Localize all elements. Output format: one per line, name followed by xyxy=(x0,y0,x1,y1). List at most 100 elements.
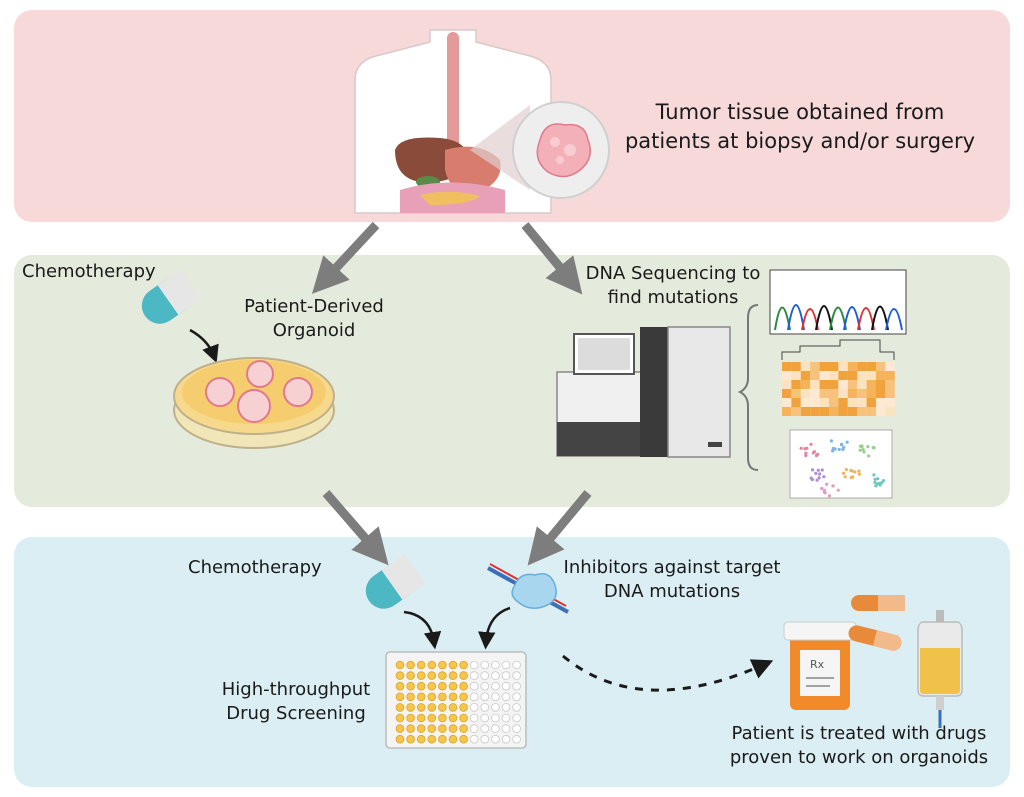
plate-well xyxy=(448,703,458,712)
plate-well xyxy=(395,671,405,680)
chemotherapy-label: Chemotherapy xyxy=(188,557,322,578)
plate-well xyxy=(501,713,511,723)
heatmap-cell xyxy=(885,362,895,371)
plate-well xyxy=(512,671,521,680)
plate-well xyxy=(395,660,405,670)
scatter-dot xyxy=(837,447,841,452)
pill-icon xyxy=(851,595,905,611)
scatter-dot xyxy=(850,469,855,473)
caption-line: proven to work on organoids xyxy=(729,747,989,768)
plate-well xyxy=(406,671,415,680)
heatmap-cell xyxy=(876,407,886,416)
scatter-dot xyxy=(803,447,807,451)
plate-well xyxy=(501,724,511,733)
heatmap-cell xyxy=(810,398,820,407)
plate-well xyxy=(427,724,437,733)
scatter-dot xyxy=(858,448,862,452)
chemotherapy-label: Chemotherapy xyxy=(22,261,156,282)
plate-well xyxy=(395,734,405,744)
plate-well xyxy=(427,734,437,744)
plate-well xyxy=(512,713,521,723)
plate-well xyxy=(406,703,415,712)
scatter-dot xyxy=(876,477,880,481)
scatter-dot xyxy=(872,473,876,477)
plate-well xyxy=(427,660,437,670)
organoid-caption: Patient-Derived Organoid xyxy=(240,295,388,343)
heatmap-cell xyxy=(885,407,895,416)
heatmap-cell xyxy=(857,371,867,380)
heatmap-cell xyxy=(847,362,858,371)
heatmap-cell xyxy=(866,380,876,389)
plate-well xyxy=(416,660,426,670)
inhibitor-molecule-icon xyxy=(487,563,569,614)
plate-well xyxy=(480,713,490,723)
heatmap-cell xyxy=(847,407,858,416)
heatmap-cell xyxy=(829,407,839,416)
plate-well xyxy=(469,703,479,712)
scatter-dot xyxy=(833,447,837,451)
plate-well xyxy=(438,703,447,712)
plate-well xyxy=(395,681,405,691)
treatment-arrow xyxy=(562,654,774,692)
heatmap-cell xyxy=(829,371,839,380)
heatmap-cell xyxy=(782,407,792,416)
plate-well xyxy=(459,681,468,691)
scatter-dot xyxy=(825,482,829,486)
heatmap-cell xyxy=(782,380,792,389)
plate-well xyxy=(406,660,415,670)
plate-well xyxy=(416,713,426,723)
plate-well xyxy=(406,734,415,744)
plate-well xyxy=(416,703,426,712)
scatter-dot xyxy=(857,472,861,476)
plate-well xyxy=(459,703,468,712)
heatmap-cell xyxy=(866,362,876,371)
scatter-dot xyxy=(860,444,864,448)
scatter-dot xyxy=(799,446,803,450)
scatter-dot xyxy=(844,468,848,472)
caption-line: Drug Screening xyxy=(226,703,366,724)
heatmap-cell xyxy=(876,371,886,380)
plate-well xyxy=(395,692,405,702)
plate-well xyxy=(469,681,479,691)
pill-bottle-icon: Rx xyxy=(783,621,857,710)
heatmap-cell xyxy=(876,362,886,371)
plate-well xyxy=(395,713,405,723)
scatter-dot xyxy=(817,476,821,480)
heatmap-cell xyxy=(819,398,829,407)
plate-well xyxy=(491,660,500,670)
plate-well xyxy=(501,671,511,680)
heatmap-cell xyxy=(791,407,801,416)
plate-well xyxy=(459,671,468,680)
heatmap-cell xyxy=(829,380,839,389)
plate-well xyxy=(448,692,458,702)
plate-well xyxy=(406,713,415,723)
scatter-dot xyxy=(816,452,820,456)
plate-well xyxy=(491,681,500,691)
treatment-caption: Patient is treated with drugs proven to … xyxy=(714,722,1004,770)
caption-line: Organoid xyxy=(272,320,356,341)
heatmap-cell xyxy=(847,389,858,398)
heatmap-cell xyxy=(791,371,801,380)
heatmap-cell xyxy=(791,362,801,371)
scatter-dot xyxy=(810,468,815,472)
scatter-dot xyxy=(814,471,818,475)
plate-well xyxy=(512,734,521,744)
scatter-dot xyxy=(831,484,835,488)
heatmap-cell xyxy=(819,371,829,380)
plate-well xyxy=(438,681,447,691)
heatmap-cell xyxy=(857,389,867,398)
heatmap-cell xyxy=(857,407,867,416)
caption-line: Inhibitors against target xyxy=(563,557,781,578)
scatter-dot xyxy=(822,475,826,479)
plate-well xyxy=(459,692,468,702)
scatter-dot xyxy=(841,471,846,475)
plate-well xyxy=(501,692,511,702)
caption-line: find mutations xyxy=(607,287,739,308)
heatmap-cell xyxy=(847,380,858,389)
heatmap-cell xyxy=(857,362,867,371)
heatmap-cell xyxy=(800,380,811,389)
plate-well xyxy=(427,692,437,702)
heatmap-cell xyxy=(838,371,848,380)
screening-caption: High-throughput Drug Screening xyxy=(208,678,384,726)
plate-well xyxy=(501,660,511,670)
